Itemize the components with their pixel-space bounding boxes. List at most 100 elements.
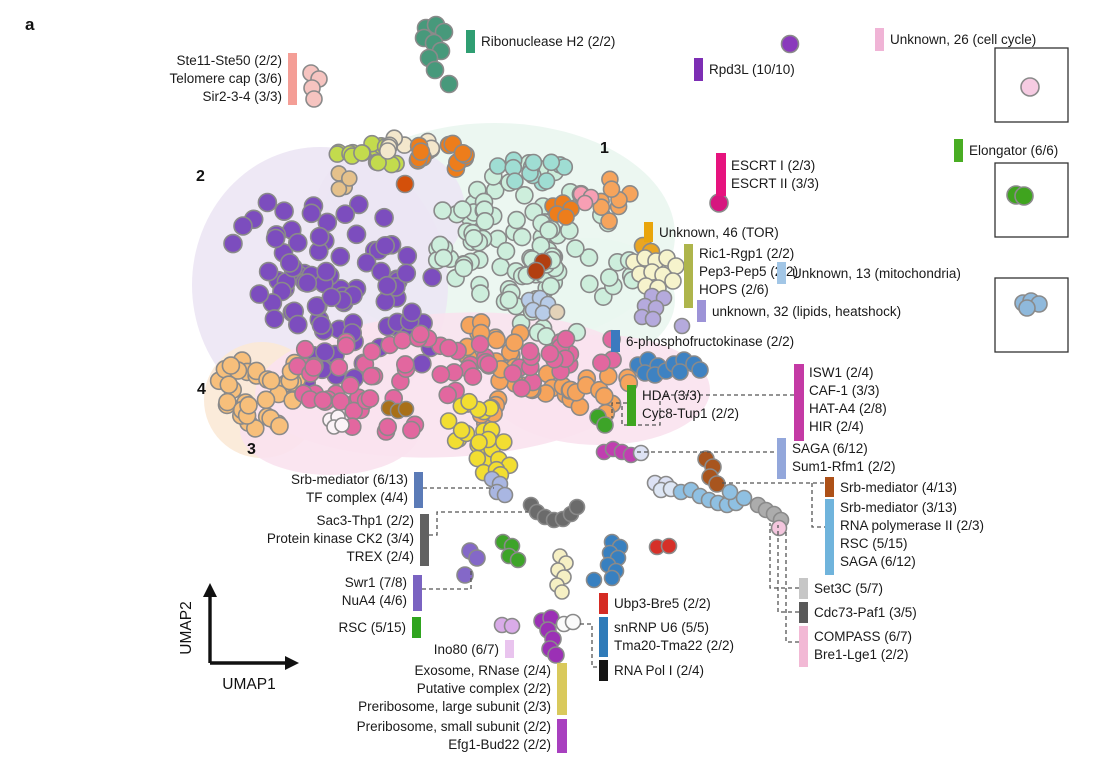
annotation-label: NuA4 (4/6) bbox=[342, 593, 407, 608]
purple-main-point bbox=[279, 253, 300, 273]
aqua-point bbox=[542, 153, 561, 172]
inset-elongator-box bbox=[994, 162, 1069, 238]
annotation-label: ISW1 (2/4) bbox=[809, 365, 874, 380]
sandy-cluster4-point bbox=[221, 356, 241, 375]
x-axis-label: UMAP1 bbox=[222, 676, 275, 693]
annotation-color-bar bbox=[825, 477, 834, 497]
annotation-color-bar bbox=[505, 640, 514, 658]
annotation-label: Sum1-Rfm1 (2/2) bbox=[792, 459, 896, 474]
annotation-label: Unknown, 26 (cell cycle) bbox=[890, 32, 1036, 47]
purple-main-point bbox=[402, 302, 422, 323]
mint-point bbox=[515, 186, 534, 205]
annotation-sac3-group: Sac3-Thp1 (2/2) Protein kinase CK2 (3/4) T… bbox=[267, 513, 429, 566]
pink-cluster3-point bbox=[556, 329, 576, 349]
annotation-pfk: 6-phosphofructokinase (2/2) bbox=[611, 330, 794, 352]
annotation-label: unknown, 32 (lipids, heatshock) bbox=[712, 304, 901, 319]
purple-main-point bbox=[287, 314, 308, 335]
annotation-label: TREX (2/4) bbox=[346, 549, 414, 564]
aqua-point bbox=[506, 172, 524, 190]
purple-main-point bbox=[377, 275, 397, 296]
annotation-exosome-group: Exosome, RNase (2/4)Putative complex (2/… bbox=[358, 663, 567, 715]
mint-point bbox=[579, 248, 599, 267]
green-rsc-point bbox=[509, 551, 527, 569]
orange-top-point bbox=[411, 142, 431, 161]
mint-point bbox=[433, 201, 452, 220]
purple-main-point bbox=[346, 224, 367, 245]
annotation-color-bar bbox=[777, 438, 786, 479]
annotation-label: Preribosome, large subunit (2/3) bbox=[358, 699, 551, 714]
pink-cluster3-point bbox=[361, 366, 381, 386]
blue-snrnp-point bbox=[603, 569, 621, 587]
connector-line-9 bbox=[777, 525, 799, 613]
annotation-label: HDA (3/3) bbox=[642, 388, 701, 403]
annotation-set3c: Set3C (5/7) bbox=[799, 578, 883, 599]
aqua-point bbox=[537, 172, 556, 190]
y-axis-label: UMAP2 bbox=[178, 601, 195, 654]
cluster-number-1: 1 bbox=[600, 140, 609, 157]
annotation-label: TF complex (4/4) bbox=[306, 490, 408, 505]
annotation-label: Cdc73-Paf1 (3/5) bbox=[814, 605, 917, 620]
sandy-cluster4-point bbox=[256, 390, 276, 410]
annotation-color-bar bbox=[557, 719, 567, 753]
green-hda-point bbox=[596, 416, 614, 434]
periwinkle-srb6-point bbox=[496, 486, 514, 504]
annotation-label: Tma20-Tma22 (2/2) bbox=[614, 638, 734, 653]
complex-labels: Ste11-Ste50 (2/2)Telomere cap (3/6)Sir2-… bbox=[169, 28, 1058, 753]
purple-main-point bbox=[412, 353, 432, 374]
pink-trio-top-point bbox=[576, 194, 594, 212]
annotation-unknown-26: Unknown, 26 (cell cycle) bbox=[875, 28, 1036, 51]
annotation-label: Protein kinase CK2 (3/4) bbox=[267, 531, 414, 546]
annotation-color-bar bbox=[799, 578, 808, 599]
mint-point bbox=[539, 221, 559, 240]
purple-main-point bbox=[233, 216, 253, 236]
annotation-label: Ric1-Rgp1 (2/2) bbox=[699, 246, 794, 261]
annotation-label: Sac3-Thp1 (2/2) bbox=[316, 513, 414, 528]
annotation-label: RSC (5/15) bbox=[338, 620, 406, 635]
annotation-hda-group: HDA (3/3)Cyc8-Tup1 (2/2) bbox=[627, 385, 739, 426]
annotation-label: Ino80 (6/7) bbox=[434, 642, 499, 657]
annotation-label: Srb-mediator (4/13) bbox=[840, 480, 957, 495]
orange-right-point bbox=[600, 212, 618, 230]
annotation-unknown-32: unknown, 32 (lipids, heatshock) bbox=[697, 300, 901, 322]
teal-ribonuclease-point bbox=[439, 74, 459, 94]
pink-compass-dot-point bbox=[770, 519, 788, 537]
mint-point bbox=[496, 241, 516, 261]
tan-top-point bbox=[330, 180, 348, 198]
annotation-ribonuclease-h2: Ribonuclease H2 (2/2) bbox=[466, 30, 615, 53]
pink-cluster3-point bbox=[336, 336, 356, 356]
dashed-connectors bbox=[422, 394, 825, 668]
lavender-32-point bbox=[644, 310, 662, 328]
lilac-ino80-point bbox=[503, 617, 521, 635]
annotation-label: SAGA (6/12) bbox=[792, 441, 868, 456]
annotation-label: Telomere cap (3/6) bbox=[169, 71, 282, 86]
mint-point bbox=[491, 257, 511, 277]
annotation-label: ESCRT II (3/3) bbox=[731, 176, 819, 191]
mint-point bbox=[475, 212, 495, 231]
annotation-color-bar bbox=[794, 364, 804, 441]
annotation-cdc73-paf1: Cdc73-Paf1 (3/5) bbox=[799, 602, 917, 623]
escrt-dot-point bbox=[709, 193, 729, 213]
annotation-srb-mediator-4: Srb-mediator (4/13) bbox=[825, 477, 957, 497]
annotation-color-bar bbox=[684, 244, 693, 308]
aqua-point bbox=[488, 157, 507, 175]
chartreuse-point bbox=[369, 153, 387, 172]
yellow-point bbox=[460, 392, 478, 411]
white-efg1-point bbox=[564, 613, 582, 631]
pink-cluster3-point bbox=[378, 417, 398, 437]
dark-orange-dot-point bbox=[395, 174, 415, 194]
brown-srb4-point bbox=[708, 475, 726, 493]
pink-cluster3-point bbox=[512, 378, 531, 398]
red-ubp3-point bbox=[660, 537, 678, 555]
annotation-color-bar bbox=[694, 58, 703, 81]
annotation-label: snRNP U6 (5/5) bbox=[614, 620, 709, 635]
orange-right-point bbox=[592, 198, 611, 216]
cream-ric1-point bbox=[664, 272, 682, 290]
pink-cluster3-point bbox=[362, 342, 382, 361]
connector-line-4 bbox=[621, 394, 794, 426]
white-quad-point bbox=[334, 417, 350, 433]
cluster-number-3: 3 bbox=[247, 441, 256, 458]
connector-line-10 bbox=[785, 531, 799, 643]
lightblue-srb3-point bbox=[735, 489, 753, 507]
